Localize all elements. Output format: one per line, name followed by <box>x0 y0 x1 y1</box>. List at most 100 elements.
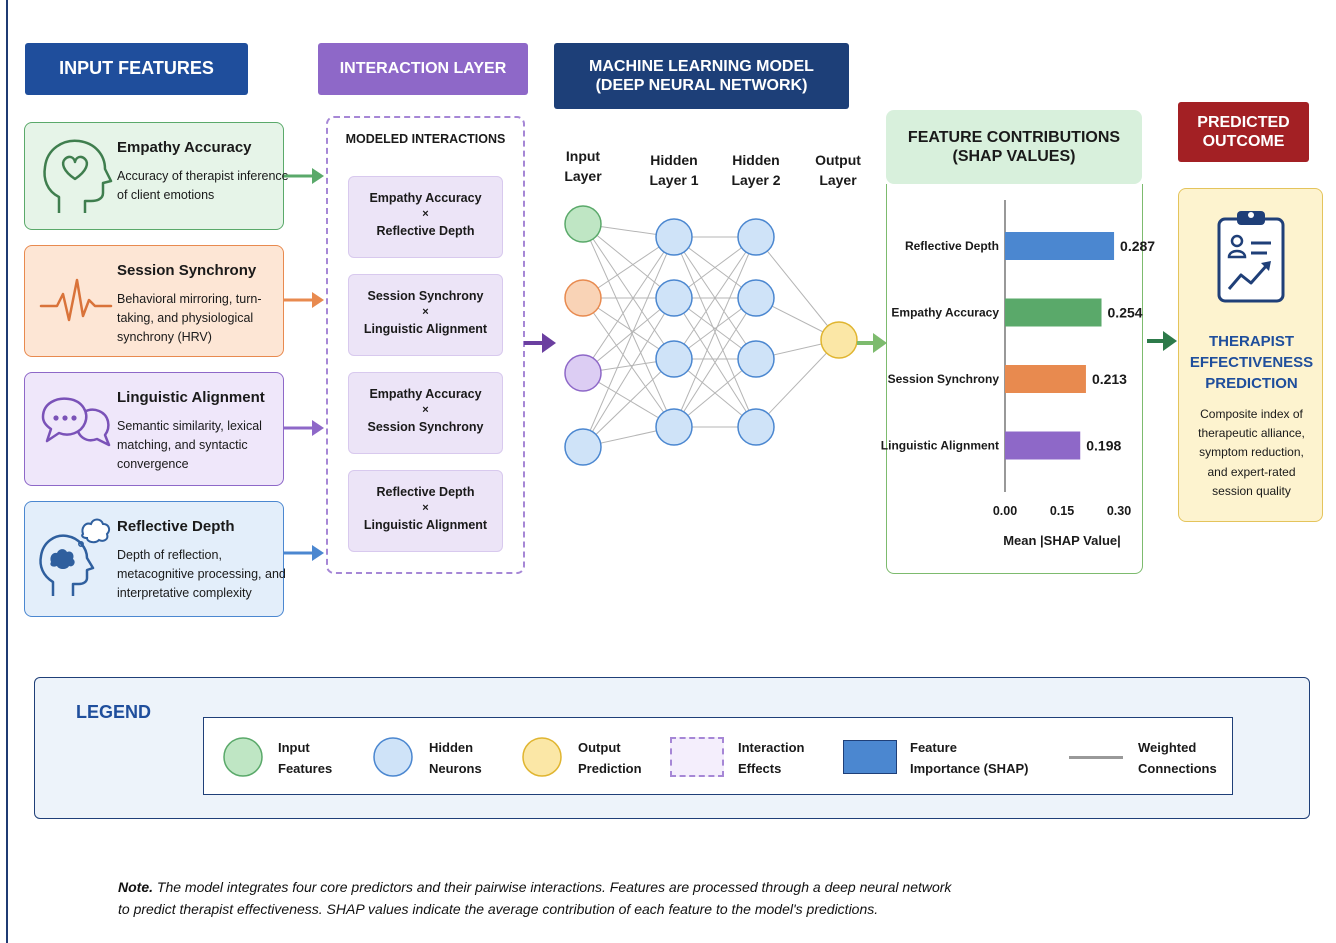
layer-label-line: Layer 2 <box>731 172 781 189</box>
outcome-title: THERAPIST EFFECTIVENESS PREDICTION <box>1179 331 1324 394</box>
category-label: Session Synchrony <box>888 372 1000 386</box>
interaction-box: Reflective Depth × Linguistic Alignment <box>348 470 503 552</box>
legend-label-input: Input Features <box>278 738 332 780</box>
value-label: 0.198 <box>1086 438 1121 454</box>
header-ml-model-line2: (DEEP NEURAL NETWORK) <box>595 77 808 94</box>
header-interaction-layer-text: INTERACTION LAYER <box>339 60 507 78</box>
modeled-interactions-title: MODELED INTERACTIONS <box>345 132 506 146</box>
legend-label-line: Effects <box>738 760 782 776</box>
note-line2: to predict therapist effectiveness. SHAP… <box>118 901 879 918</box>
interaction-box: Empathy Accuracy × Session Synchrony <box>348 372 503 454</box>
hidden-neuron <box>737 279 775 317</box>
feature-card-linguistic-alignment: Linguistic Alignment Semantic similarity… <box>24 372 284 486</box>
legend-label-line: Prediction <box>578 760 642 776</box>
legend-label-line: Input <box>278 740 310 755</box>
weighted-connection <box>755 339 840 428</box>
value-label: 0.287 <box>1120 238 1155 254</box>
shap-to-outcome-arrow <box>1147 331 1177 351</box>
header-feature-contributions: FEATURE CONTRIBUTIONS (SHAP VALUES) <box>886 110 1142 184</box>
weighted-connection <box>673 297 757 428</box>
value-label: 0.254 <box>1108 305 1143 321</box>
input-neuron <box>564 205 602 243</box>
hidden-neuron <box>655 279 693 317</box>
interaction-term-b: Linguistic Alignment <box>363 518 488 533</box>
input-neuron <box>564 428 602 466</box>
interaction-box: Empathy Accuracy × Reflective Depth <box>348 176 503 258</box>
legend-label-line: Feature <box>910 740 957 755</box>
outcome-title-line: EFFECTIVENESS <box>1189 354 1314 371</box>
layer-label-hidden2: Hidden Layer 2 <box>720 150 792 191</box>
legend-label-line: Interaction <box>738 740 805 755</box>
header-interaction-layer: INTERACTION LAYER <box>318 43 528 95</box>
layer-label-line: Output <box>815 152 861 168</box>
interaction-term-b: Linguistic Alignment <box>363 322 488 337</box>
neural-network-diagram <box>564 205 858 466</box>
outcome-desc-line: symptom reduction, <box>1199 445 1304 460</box>
speech-bubbles-icon <box>41 397 111 447</box>
interaction-to-network-arrow <box>524 333 556 353</box>
weighted-connection <box>582 297 675 428</box>
legend-label-line: Features <box>278 760 333 776</box>
outcome-desc-line: session quality <box>1212 483 1291 498</box>
legend-label-line: Connections <box>1138 760 1217 776</box>
feature-desc: Semantic similarity, lexical matching, a… <box>117 419 262 471</box>
interaction-box: Session Synchrony × Linguistic Alignment <box>348 274 503 356</box>
weighted-connection <box>582 223 675 428</box>
legend-label-line: Neurons <box>429 760 482 776</box>
input-neuron <box>564 279 602 317</box>
legend-label-line: Hidden <box>429 740 474 755</box>
head-heart-icon <box>43 139 113 213</box>
layer-label-line: Layer 1 <box>649 172 699 189</box>
layer-label-line: Layer <box>819 172 857 189</box>
layer-label-line: Layer <box>564 168 602 185</box>
layer-label-input: Input Layer <box>548 146 618 187</box>
weighted-connection <box>582 236 675 448</box>
layer-label-line: Hidden <box>732 152 780 168</box>
weighted-connection <box>582 236 675 374</box>
weighted-connection <box>582 223 675 299</box>
category-label: Reflective Depth <box>905 239 999 253</box>
value-label: 0.213 <box>1092 371 1127 387</box>
hidden-neuron <box>655 340 693 378</box>
input-neuron <box>564 354 602 392</box>
hidden-neuron <box>655 218 693 256</box>
legend-label-output: Output Prediction <box>578 738 642 780</box>
layer-label-output: Output Layer <box>802 150 874 191</box>
hidden-neuron <box>737 408 775 446</box>
legend-label-connections: Weighted Connections <box>1138 738 1217 780</box>
legend-label-line: Importance (SHAP) <box>910 760 1029 776</box>
interaction-term-b: Session Synchrony <box>367 420 484 435</box>
interaction-term-b: Reflective Depth <box>376 224 475 239</box>
hidden-neuron <box>655 408 693 446</box>
x-axis-label: Mean |SHAP Value| <box>1003 533 1121 548</box>
outcome-desc-line: and expert-rated <box>1207 464 1296 479</box>
header-ml-model: MACHINE LEARNING MODEL (DEEP NEURAL NETW… <box>554 43 849 109</box>
outcome-desc-line: Composite index of <box>1200 407 1303 421</box>
shap-bar <box>1005 298 1102 327</box>
frame-border <box>6 0 8 943</box>
weighted-connections <box>582 223 840 448</box>
layer-label-line: Hidden <box>650 152 698 168</box>
legend-swatch-interaction <box>670 737 724 777</box>
weighted-connection <box>582 297 675 448</box>
interaction-term-a: Empathy Accuracy <box>369 387 482 401</box>
outcome-title-line: PREDICTION <box>1205 375 1298 392</box>
hidden-neuron <box>737 218 775 256</box>
legend-title: LEGEND <box>76 702 152 722</box>
x-tick-label: 0.00 <box>993 504 1017 518</box>
feature-card-empathy-accuracy: Empathy Accuracy Accuracy of therapist i… <box>24 122 289 230</box>
header-feature-contributions-line1: FEATURE CONTRIBUTIONS <box>907 128 1121 146</box>
header-input-features: INPUT FEATURES <box>25 43 248 95</box>
clipboard-chart-icon <box>1217 211 1285 303</box>
header-predicted-outcome-line2: OUTCOME <box>1202 133 1285 150</box>
layer-label-hidden1: Hidden Layer 1 <box>638 150 710 191</box>
outcome-desc-line: therapeutic alliance, <box>1198 426 1305 441</box>
feature-title: Session Synchrony <box>117 262 257 279</box>
category-label: Empathy Accuracy <box>891 306 999 320</box>
weighted-connection <box>582 297 675 374</box>
legend-label-shap: Feature Importance (SHAP) <box>910 738 1028 780</box>
legend-swatch-input <box>223 737 263 777</box>
header-feature-contributions-line2: (SHAP VALUES) <box>952 148 1076 165</box>
interaction-term-a: Session Synchrony <box>367 289 484 303</box>
